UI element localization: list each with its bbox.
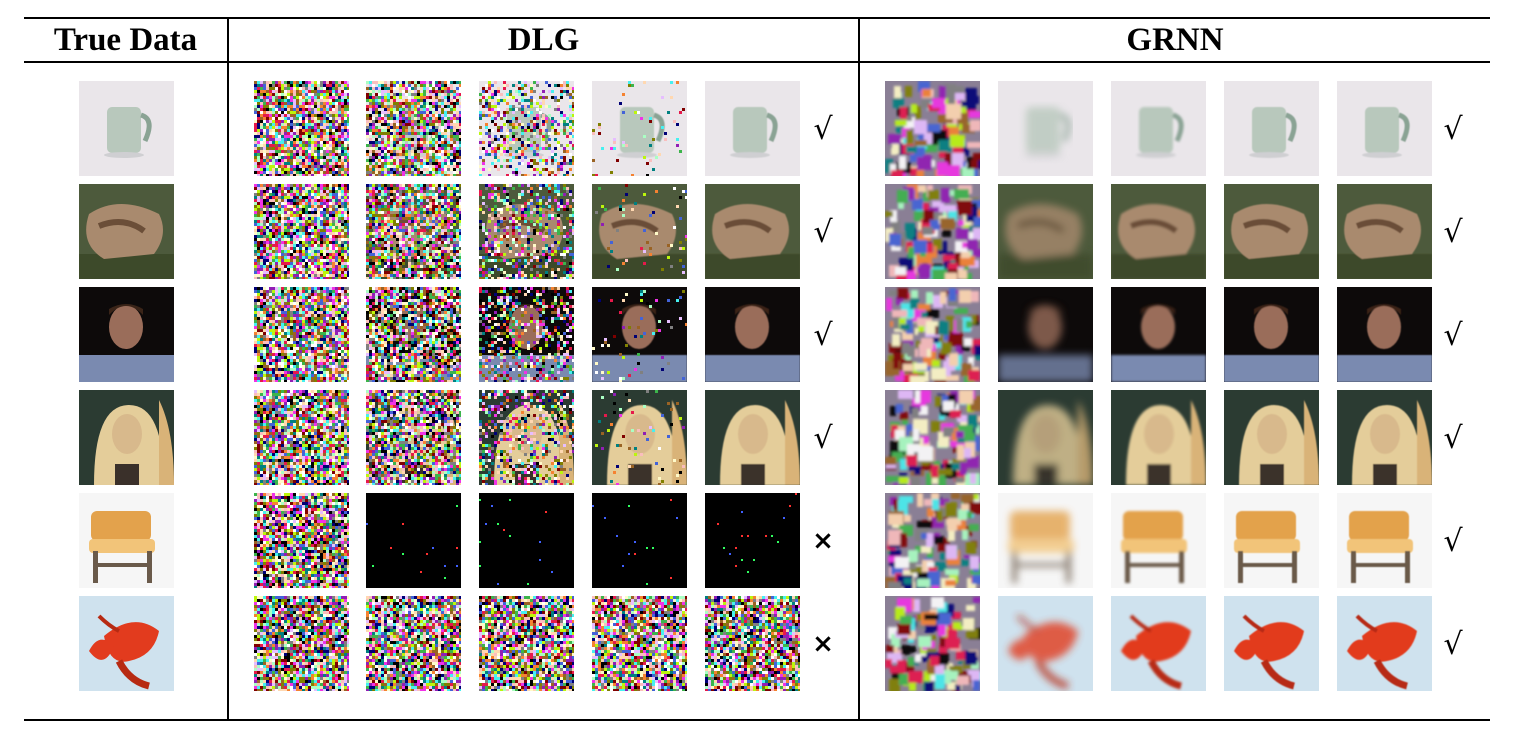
grnn-result-mark: √ [1443,626,1463,662]
grnn-reconstruction-image [1337,184,1432,279]
dlg-reconstruction-image [705,493,800,588]
grnn-reconstruction-image [1224,390,1319,485]
grnn-reconstruction-image [885,184,980,279]
column-divider-true-data [227,17,229,721]
grnn-result-mark: √ [1443,317,1463,353]
grnn-result-mark: √ [1443,420,1463,456]
header-true-data: True Data [53,21,198,58]
true-data-image [79,287,174,382]
dlg-reconstruction-image [366,81,461,176]
dlg-reconstruction-image [479,390,574,485]
grnn-reconstruction-image [885,596,980,691]
dlg-reconstruction-image [366,596,461,691]
grnn-reconstruction-image [1111,287,1206,382]
dlg-reconstruction-image [592,390,687,485]
grnn-reconstruction-image [1337,493,1432,588]
dlg-reconstruction-image [254,596,349,691]
dlg-result-mark: √ [813,317,833,353]
grnn-reconstruction-image [1111,81,1206,176]
dlg-reconstruction-image [705,390,800,485]
grnn-reconstruction-image [998,81,1093,176]
grnn-reconstruction-image [885,390,980,485]
grnn-reconstruction-image [1111,184,1206,279]
dlg-reconstruction-image [705,287,800,382]
true-data-image [79,596,174,691]
header-dlg: DLG [507,21,580,58]
dlg-reconstruction-image [366,493,461,588]
grnn-reconstruction-image [998,287,1093,382]
grnn-reconstruction-image [1337,81,1432,176]
grnn-reconstruction-image [1224,287,1319,382]
dlg-reconstruction-image [479,493,574,588]
dlg-reconstruction-image [366,390,461,485]
grnn-reconstruction-image [1111,596,1206,691]
dlg-reconstruction-image [479,287,574,382]
true-data-image [79,493,174,588]
dlg-reconstruction-image [254,184,349,279]
grnn-result-mark: √ [1443,523,1463,559]
dlg-reconstruction-image [705,184,800,279]
grnn-reconstruction-image [998,184,1093,279]
dlg-result-mark: √ [813,420,833,456]
dlg-result-mark: √ [813,214,833,250]
grnn-reconstruction-image [998,493,1093,588]
dlg-reconstruction-image [254,493,349,588]
dlg-reconstruction-image [479,81,574,176]
dlg-result-mark: × [812,629,834,659]
grnn-reconstruction-image [998,390,1093,485]
grnn-reconstruction-image [885,493,980,588]
grnn-reconstruction-image [1337,596,1432,691]
true-data-image [79,81,174,176]
true-data-image [79,184,174,279]
table-header-rule [24,61,1490,63]
grnn-reconstruction-image [1111,390,1206,485]
grnn-reconstruction-image [1111,493,1206,588]
grnn-reconstruction-image [1224,493,1319,588]
dlg-reconstruction-image [592,81,687,176]
grnn-reconstruction-image [1224,184,1319,279]
dlg-reconstruction-image [592,596,687,691]
dlg-reconstruction-image [479,596,574,691]
grnn-result-mark: √ [1443,111,1463,147]
grnn-reconstruction-image [885,81,980,176]
header-grnn: GRNN [1126,21,1224,58]
dlg-reconstruction-image [479,184,574,279]
dlg-reconstruction-image [254,390,349,485]
dlg-reconstruction-image [592,287,687,382]
grnn-reconstruction-image [885,287,980,382]
dlg-reconstruction-image [254,81,349,176]
grnn-result-mark: √ [1443,214,1463,250]
dlg-reconstruction-image [592,184,687,279]
table-top-rule [24,17,1490,19]
dlg-reconstruction-image [254,287,349,382]
grnn-reconstruction-image [1224,596,1319,691]
table-bottom-rule [24,719,1490,721]
true-data-image [79,390,174,485]
dlg-reconstruction-image [705,596,800,691]
grnn-reconstruction-image [998,596,1093,691]
dlg-result-mark: × [812,526,834,556]
dlg-reconstruction-image [705,81,800,176]
grnn-reconstruction-image [1337,390,1432,485]
dlg-reconstruction-image [592,493,687,588]
grnn-reconstruction-image [1337,287,1432,382]
dlg-reconstruction-image [366,287,461,382]
column-divider-dlg [858,17,860,721]
grnn-reconstruction-image [1224,81,1319,176]
dlg-result-mark: √ [813,111,833,147]
dlg-reconstruction-image [366,184,461,279]
